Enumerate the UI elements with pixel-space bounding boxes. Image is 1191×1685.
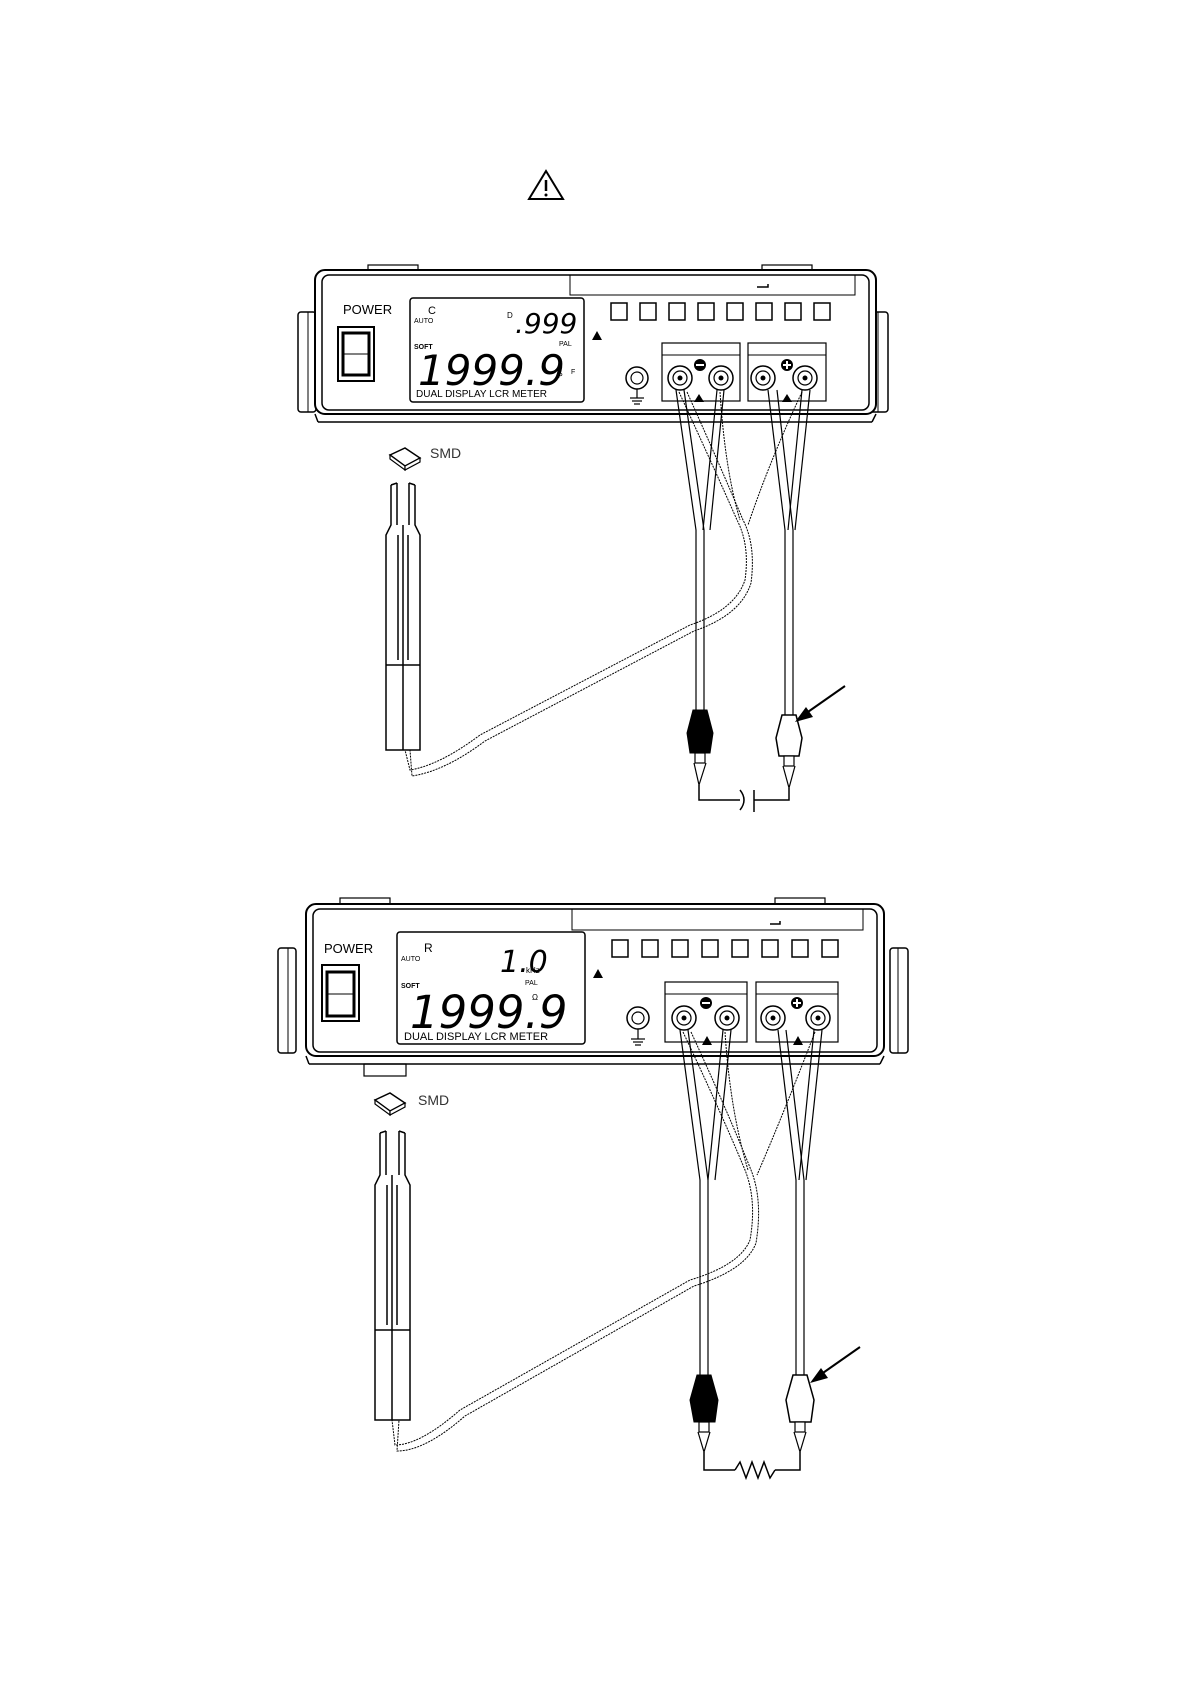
meter-diagram-resistance: POWER R AUTO 1.0 kHz SOFT 1999.9 PAL Ω D… (278, 898, 908, 1478)
function-button[interactable] (642, 940, 658, 957)
lcd-mode: C (428, 305, 436, 317)
lcd-unit: F (571, 369, 575, 376)
test-lead-cables (676, 390, 810, 715)
lcd-mode: R (424, 941, 433, 955)
smd-tweezers-probe (386, 483, 420, 750)
function-button[interactable] (611, 303, 627, 320)
function-button[interactable] (814, 303, 830, 320)
lcd-display: C AUTO D .999 SOFT 1999.9 PAL P F DUAL D… (410, 298, 584, 402)
power-switch[interactable] (338, 327, 374, 381)
pointer-arrow-icon (795, 686, 845, 722)
function-button[interactable] (792, 940, 808, 957)
function-button[interactable] (702, 940, 718, 957)
left-handle (298, 312, 316, 412)
lcd-secondary-unit: kHz (526, 966, 540, 975)
function-button[interactable] (698, 303, 714, 320)
terminal-jack[interactable] (672, 1006, 696, 1030)
left-handle (278, 948, 296, 1053)
power-label: POWER (324, 941, 373, 956)
lcd-pal: PAL (559, 341, 572, 348)
smd-tweezers-probe (375, 1131, 410, 1420)
lcd-unit-prefix: P (558, 373, 563, 380)
capacitor-symbol (699, 785, 789, 812)
lcd-secondary-value: 1.0 (500, 945, 548, 980)
meter-body (315, 270, 876, 414)
warning-triangle-icon (529, 171, 563, 199)
function-button[interactable] (756, 303, 772, 320)
black-alligator-clip (687, 710, 713, 785)
function-button[interactable] (785, 303, 801, 320)
smd-label: SMD (418, 1092, 449, 1108)
lcd-secondary-label: D (507, 311, 513, 320)
shielded-cable (392, 1032, 815, 1451)
function-button[interactable] (762, 940, 778, 957)
smd-component-icon (375, 1093, 405, 1115)
function-button[interactable] (822, 940, 838, 957)
lcd-auto: AUTO (401, 956, 421, 963)
power-label: POWER (343, 302, 392, 317)
right-handle (890, 948, 908, 1053)
lcd-display: R AUTO 1.0 kHz SOFT 1999.9 PAL Ω DUAL DI… (397, 932, 585, 1044)
terminal-jack[interactable] (751, 366, 775, 390)
lcd-secondary-value: .999 (515, 307, 577, 340)
lcd-unit: Ω (532, 993, 538, 1002)
meter-body (306, 904, 884, 1056)
terminal-jack[interactable] (761, 1006, 785, 1030)
function-button[interactable] (640, 303, 656, 320)
power-switch[interactable] (322, 965, 359, 1021)
function-button[interactable] (612, 940, 628, 957)
terminal-jack[interactable] (793, 366, 817, 390)
meter-diagram-capacitance: POWER C AUTO D .999 SOFT 1999.9 PAL P F … (298, 265, 888, 812)
pointer-arrow-icon (810, 1347, 860, 1383)
lcd-caption: DUAL DISPLAY LCR METER (416, 389, 547, 400)
smd-label: SMD (430, 445, 461, 461)
function-button[interactable] (672, 940, 688, 957)
shielded-cable (405, 392, 802, 776)
function-button[interactable] (732, 940, 748, 957)
lcd-primary-value: 1999.9 (418, 346, 565, 395)
lcd-pal: PAL (525, 980, 538, 987)
resistor-symbol (704, 1452, 800, 1478)
lcd-caption: DUAL DISPLAY LCR METER (404, 1031, 548, 1043)
red-alligator-clip (776, 715, 802, 788)
red-alligator-clip (786, 1375, 814, 1452)
terminal-jack[interactable] (806, 1006, 830, 1030)
terminal-jack[interactable] (668, 366, 692, 390)
function-button[interactable] (727, 303, 743, 320)
smd-component-icon (390, 448, 420, 470)
test-lead-cables (680, 1030, 822, 1375)
terminal-jack[interactable] (709, 366, 733, 390)
lcd-auto: AUTO (414, 318, 434, 325)
function-button[interactable] (669, 303, 685, 320)
black-alligator-clip (690, 1375, 718, 1452)
terminal-jack[interactable] (715, 1006, 739, 1030)
